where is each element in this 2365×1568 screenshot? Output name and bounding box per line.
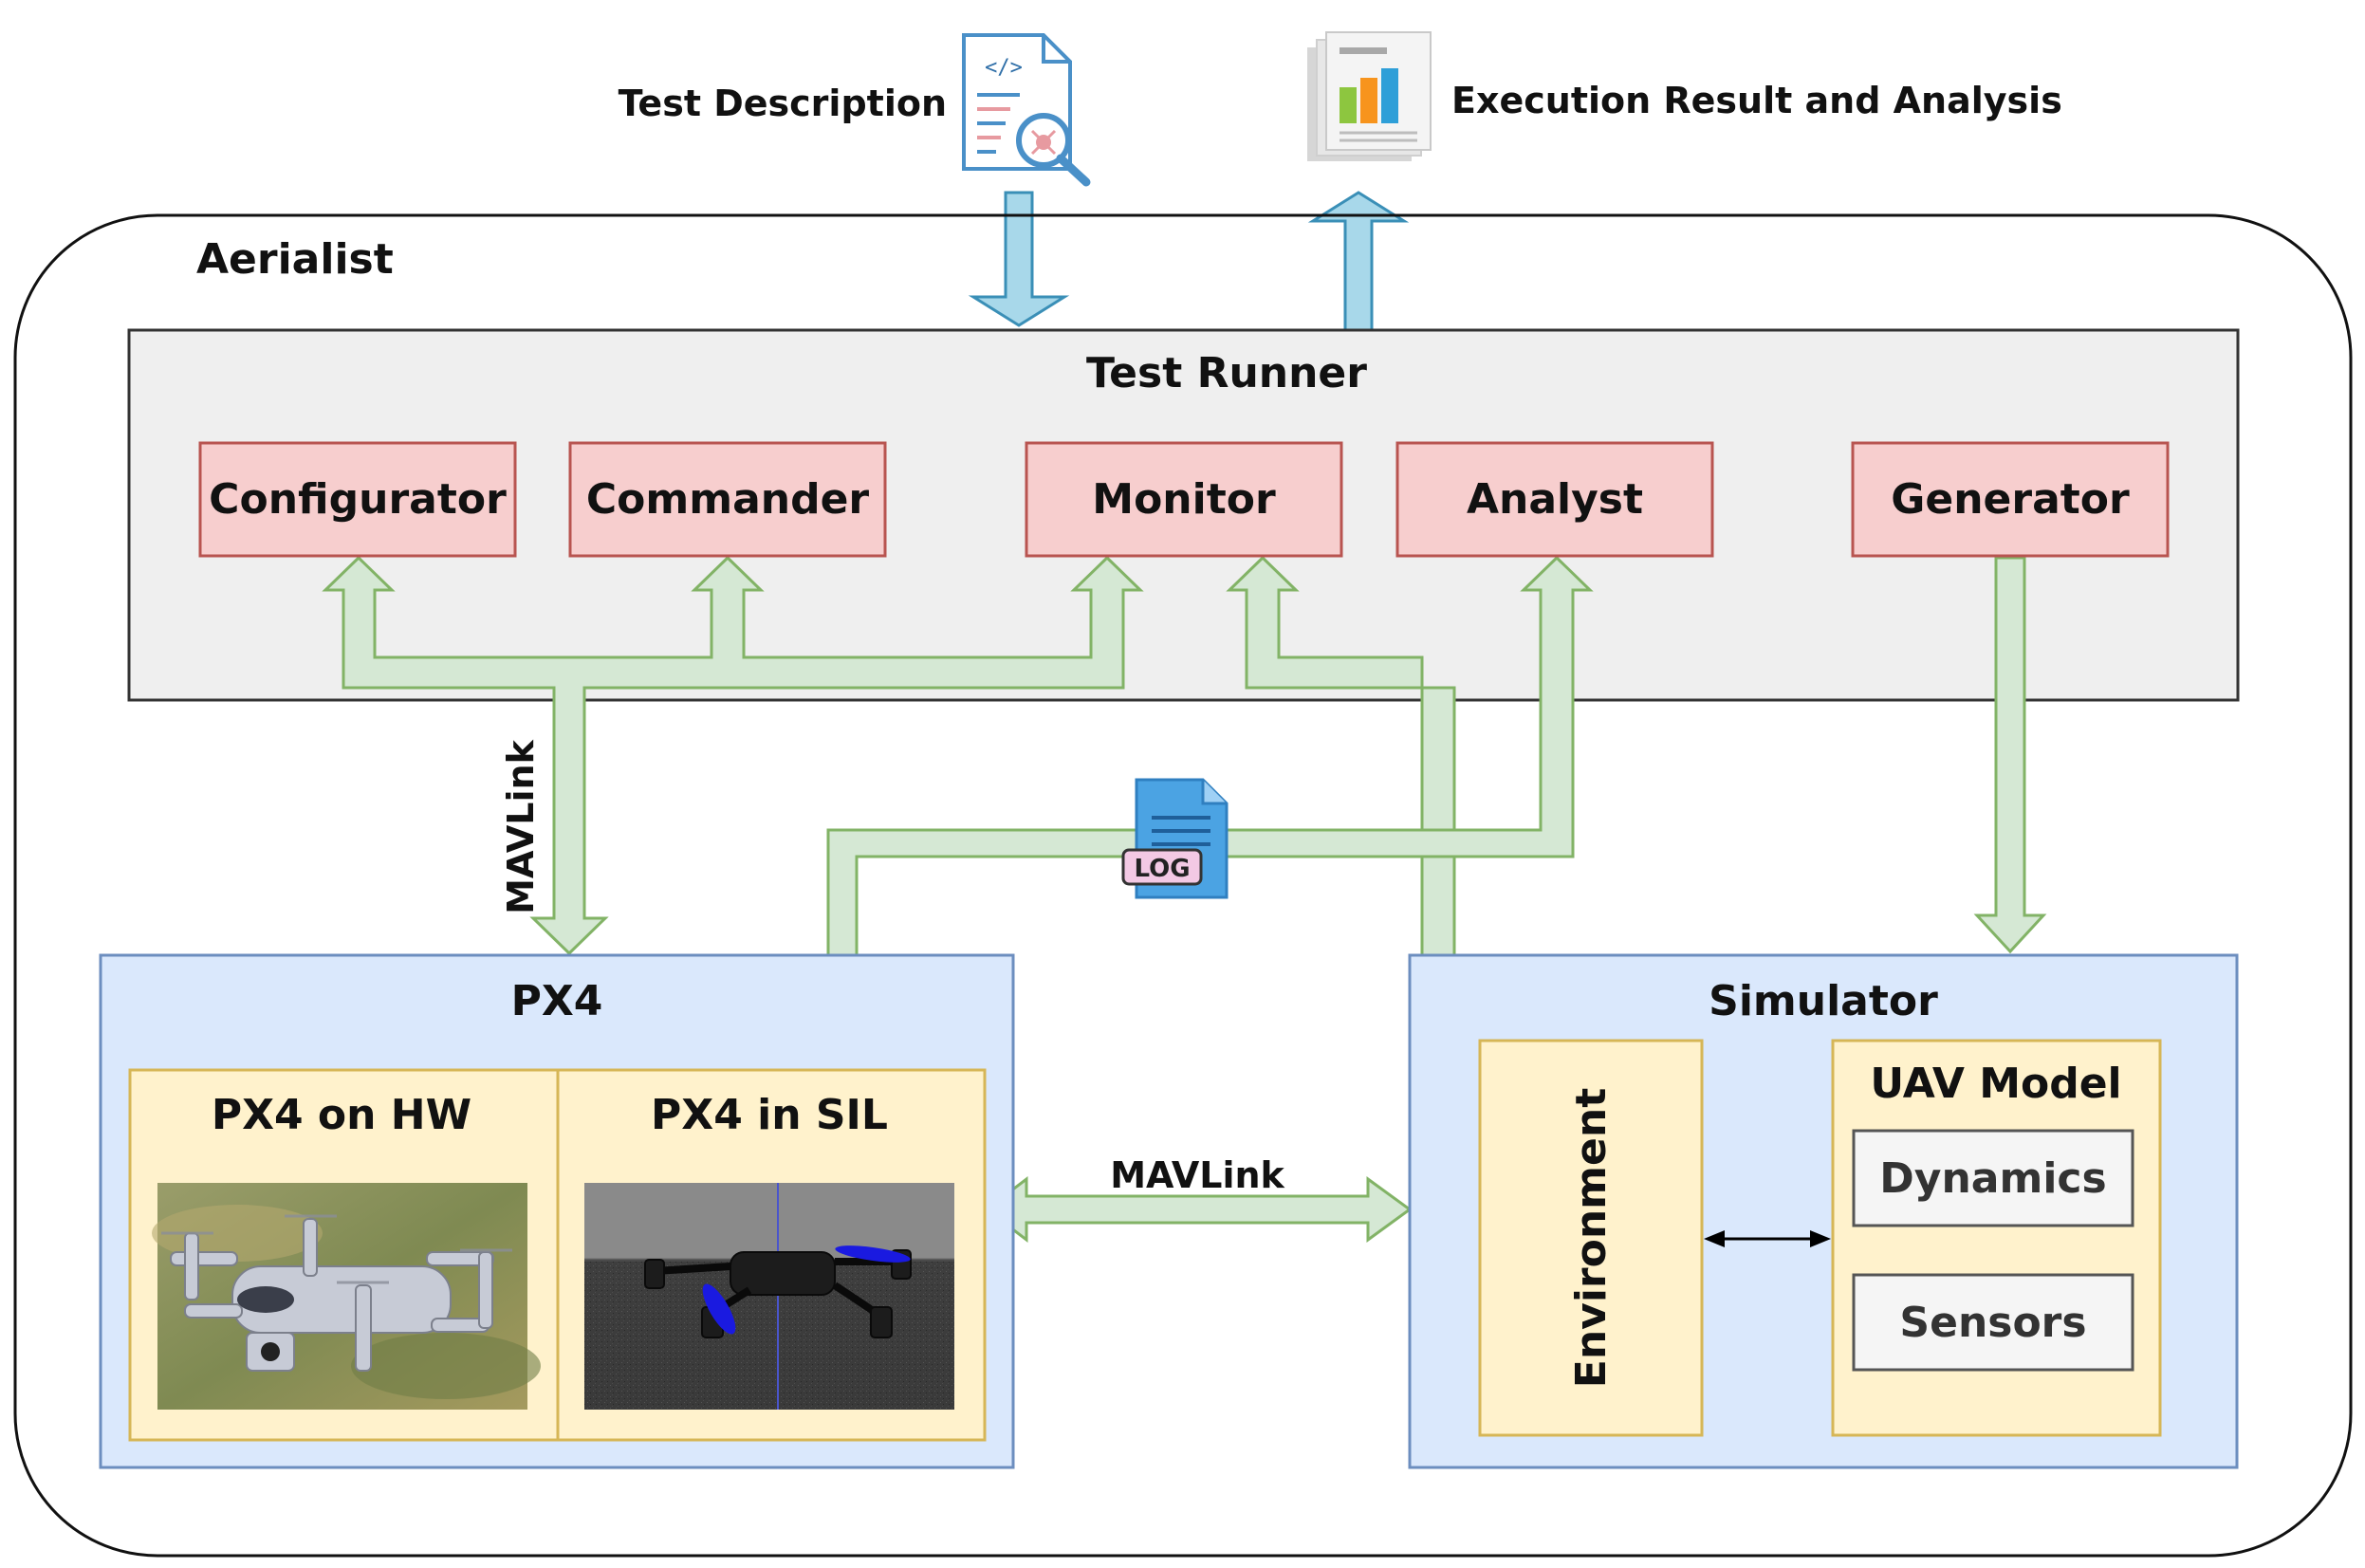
monitor-box: Monitor xyxy=(1025,441,1343,558)
uav-model-title: UAV Model xyxy=(1870,1060,2121,1108)
sil-simulation-screenshot xyxy=(584,1183,954,1410)
commander-label: Commander xyxy=(586,475,870,524)
aerialist-container xyxy=(13,213,2353,1558)
px4-hw-title: PX4 on HW xyxy=(212,1091,471,1139)
px4-sil-title: PX4 in SIL xyxy=(651,1091,888,1139)
log-to-analyst-arrow xyxy=(826,555,1594,957)
log-file-icon xyxy=(1121,778,1229,899)
generator-box: Generator xyxy=(1851,441,2170,558)
log-badge-label: LOG xyxy=(1134,855,1190,883)
simulator-title: Simulator xyxy=(1709,977,1938,1025)
drone-photo xyxy=(152,1183,541,1410)
environment-uav-link xyxy=(1704,1230,1831,1247)
environment-label: Environment xyxy=(1567,1088,1616,1388)
commander-box: Commander xyxy=(568,441,887,558)
mavlink-fork-arrow xyxy=(322,555,1144,956)
input-arrow xyxy=(968,191,1070,327)
dynamics-label: Dynamics xyxy=(1879,1154,2106,1203)
monitor-label: Monitor xyxy=(1092,475,1276,524)
analyst-label: Analyst xyxy=(1467,475,1643,524)
dynamics-box xyxy=(1852,1129,2134,1227)
generator-label: Generator xyxy=(1891,475,2130,524)
generator-to-simulator-arrow xyxy=(1973,556,2047,954)
mavlink-horizontal-label: MAVLink xyxy=(1110,1154,1284,1196)
mavlink-vertical-label: MAVLink xyxy=(500,739,542,913)
test-document-icon: </> xyxy=(962,33,1091,187)
execution-result-label: Execution Result and Analysis xyxy=(1451,80,2062,121)
sensors-label: Sensors xyxy=(1899,1299,2086,1347)
report-chart-icon xyxy=(1307,31,1432,161)
svg-text:</>: </> xyxy=(985,56,1023,80)
test-description-label: Test Description xyxy=(619,83,947,124)
environment-panel xyxy=(1478,1039,1704,1437)
px4-title: PX4 xyxy=(511,977,603,1025)
test-runner-title: Test Runner xyxy=(1086,349,1367,397)
analyst-box: Analyst xyxy=(1395,441,1714,558)
simulator-to-monitor-arrow xyxy=(1226,555,1456,957)
sensors-box xyxy=(1852,1273,2134,1372)
configurator-label: Configurator xyxy=(209,475,507,524)
output-arrow xyxy=(1307,191,1410,332)
configurator-box: Configurator xyxy=(198,441,517,558)
aerialist-title: Aerialist xyxy=(196,235,394,284)
